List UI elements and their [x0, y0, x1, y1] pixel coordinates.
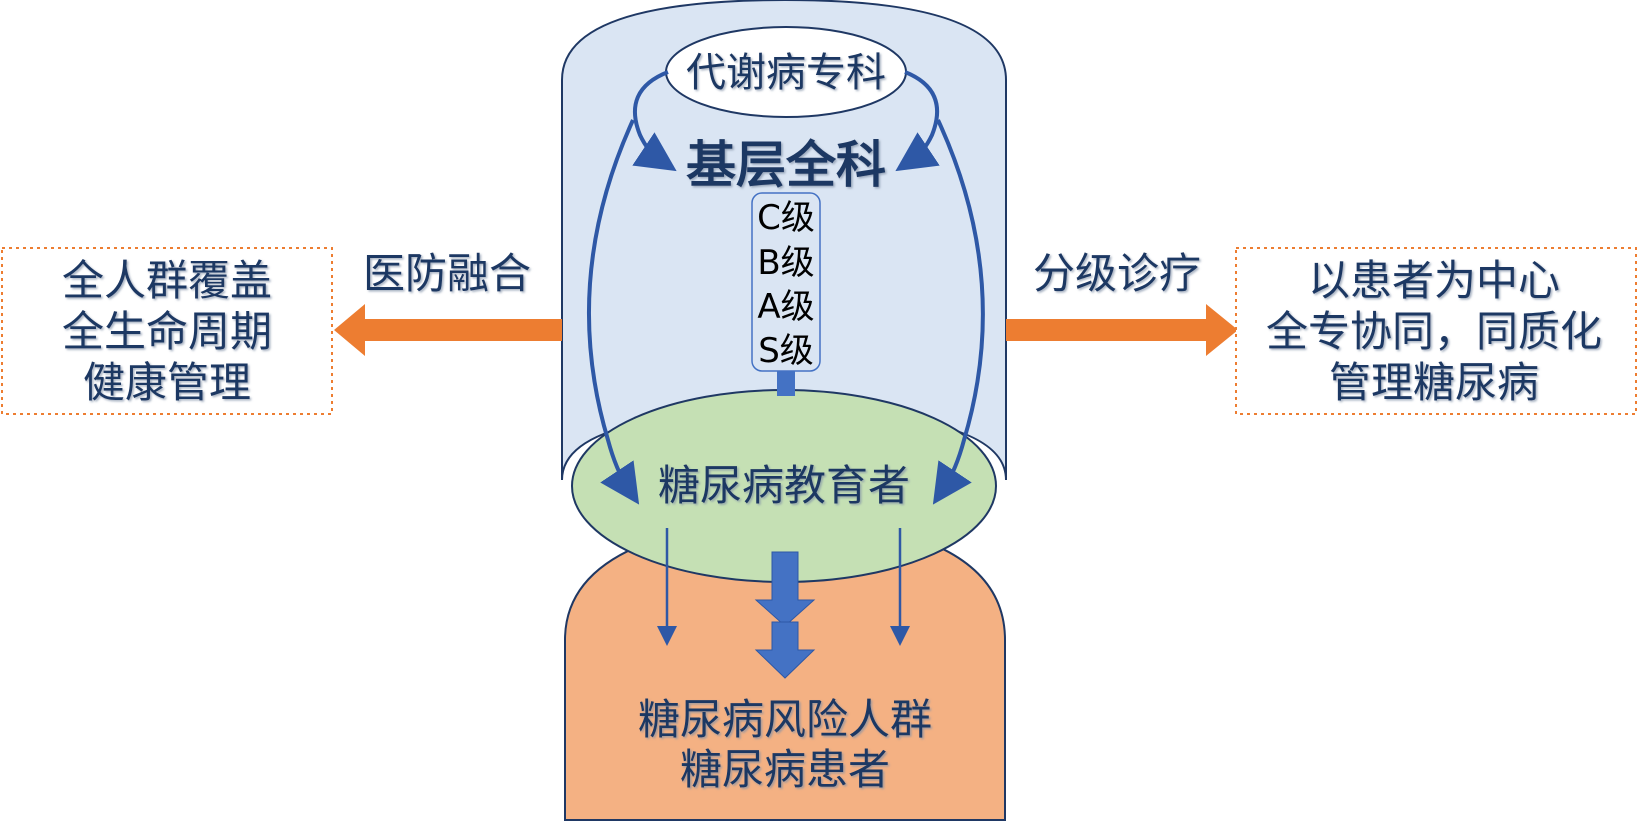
left-outcome-box	[1, 247, 333, 415]
right-box-line-3: 管理糖尿病	[1329, 358, 1539, 407]
target-line-2: 糖尿病患者	[680, 745, 890, 794]
specialist-label: 代谢病专科	[686, 50, 886, 96]
level-a: A级	[757, 287, 814, 327]
big-down-arrow	[754, 551, 816, 627]
educator-label: 糖尿病教育者	[658, 461, 910, 510]
right-arrow-label: 分级诊疗	[1033, 249, 1201, 298]
left-arrow-label: 医防融合	[363, 249, 531, 298]
levels-box	[751, 192, 821, 372]
left-box-line-3: 健康管理	[83, 358, 251, 407]
big-down-arrow-second	[754, 621, 816, 679]
right-orange-arrow	[1006, 304, 1238, 356]
levels-connector	[777, 370, 795, 396]
right-outer-curve-arrow	[932, 119, 985, 505]
level-b: B级	[757, 243, 814, 283]
target-line-1: 糖尿病风险人群	[638, 695, 932, 744]
left-box-line-2: 全生命周期	[62, 307, 272, 356]
level-s: S级	[758, 331, 814, 371]
left-outer-curve-arrow	[587, 119, 640, 505]
left-orange-arrow	[334, 304, 562, 356]
left-inner-curve-arrow	[632, 70, 677, 172]
left-box-line-1: 全人群覆盖	[62, 256, 272, 305]
right-box-line-2: 全专协同，同质化	[1266, 307, 1602, 356]
right-outcome-box	[1235, 247, 1637, 415]
level-c: C级	[757, 198, 815, 238]
right-inner-curve-arrow	[895, 70, 940, 172]
right-box-line-1: 以患者为中心	[1308, 256, 1560, 305]
primary-care-label: 基层全科	[686, 136, 886, 194]
